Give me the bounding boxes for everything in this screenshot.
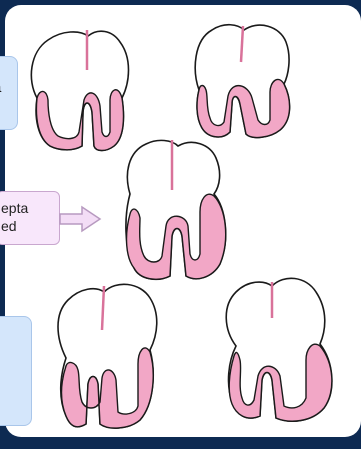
- heart-diagram-3: [126, 140, 226, 279]
- heart-diagram-5: [226, 278, 332, 421]
- heart-diagram-1: [31, 30, 128, 151]
- heart-diagram-4: [58, 284, 157, 428]
- heart-diagram-2: [195, 25, 289, 138]
